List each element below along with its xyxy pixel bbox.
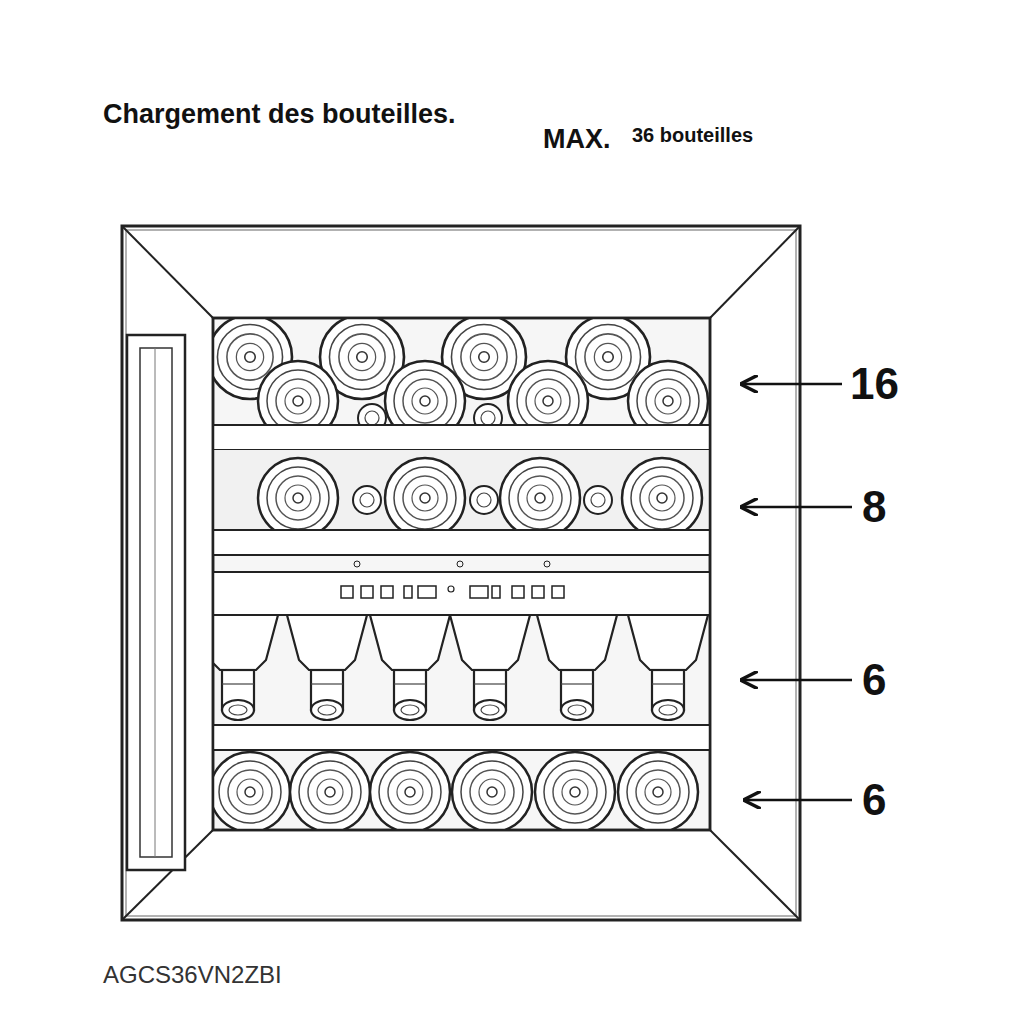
callout-number: 6 xyxy=(862,656,886,704)
callout-number: 6 xyxy=(862,776,886,824)
callout-number: 16 xyxy=(850,360,899,408)
max-label: MAX. xyxy=(543,125,611,155)
title: Chargement des bouteilles. xyxy=(103,100,456,130)
model-number: AGCS36VN2ZBI xyxy=(103,962,282,988)
capacity-label: 36 bouteilles xyxy=(632,124,753,146)
callout-number: 8 xyxy=(862,483,886,531)
